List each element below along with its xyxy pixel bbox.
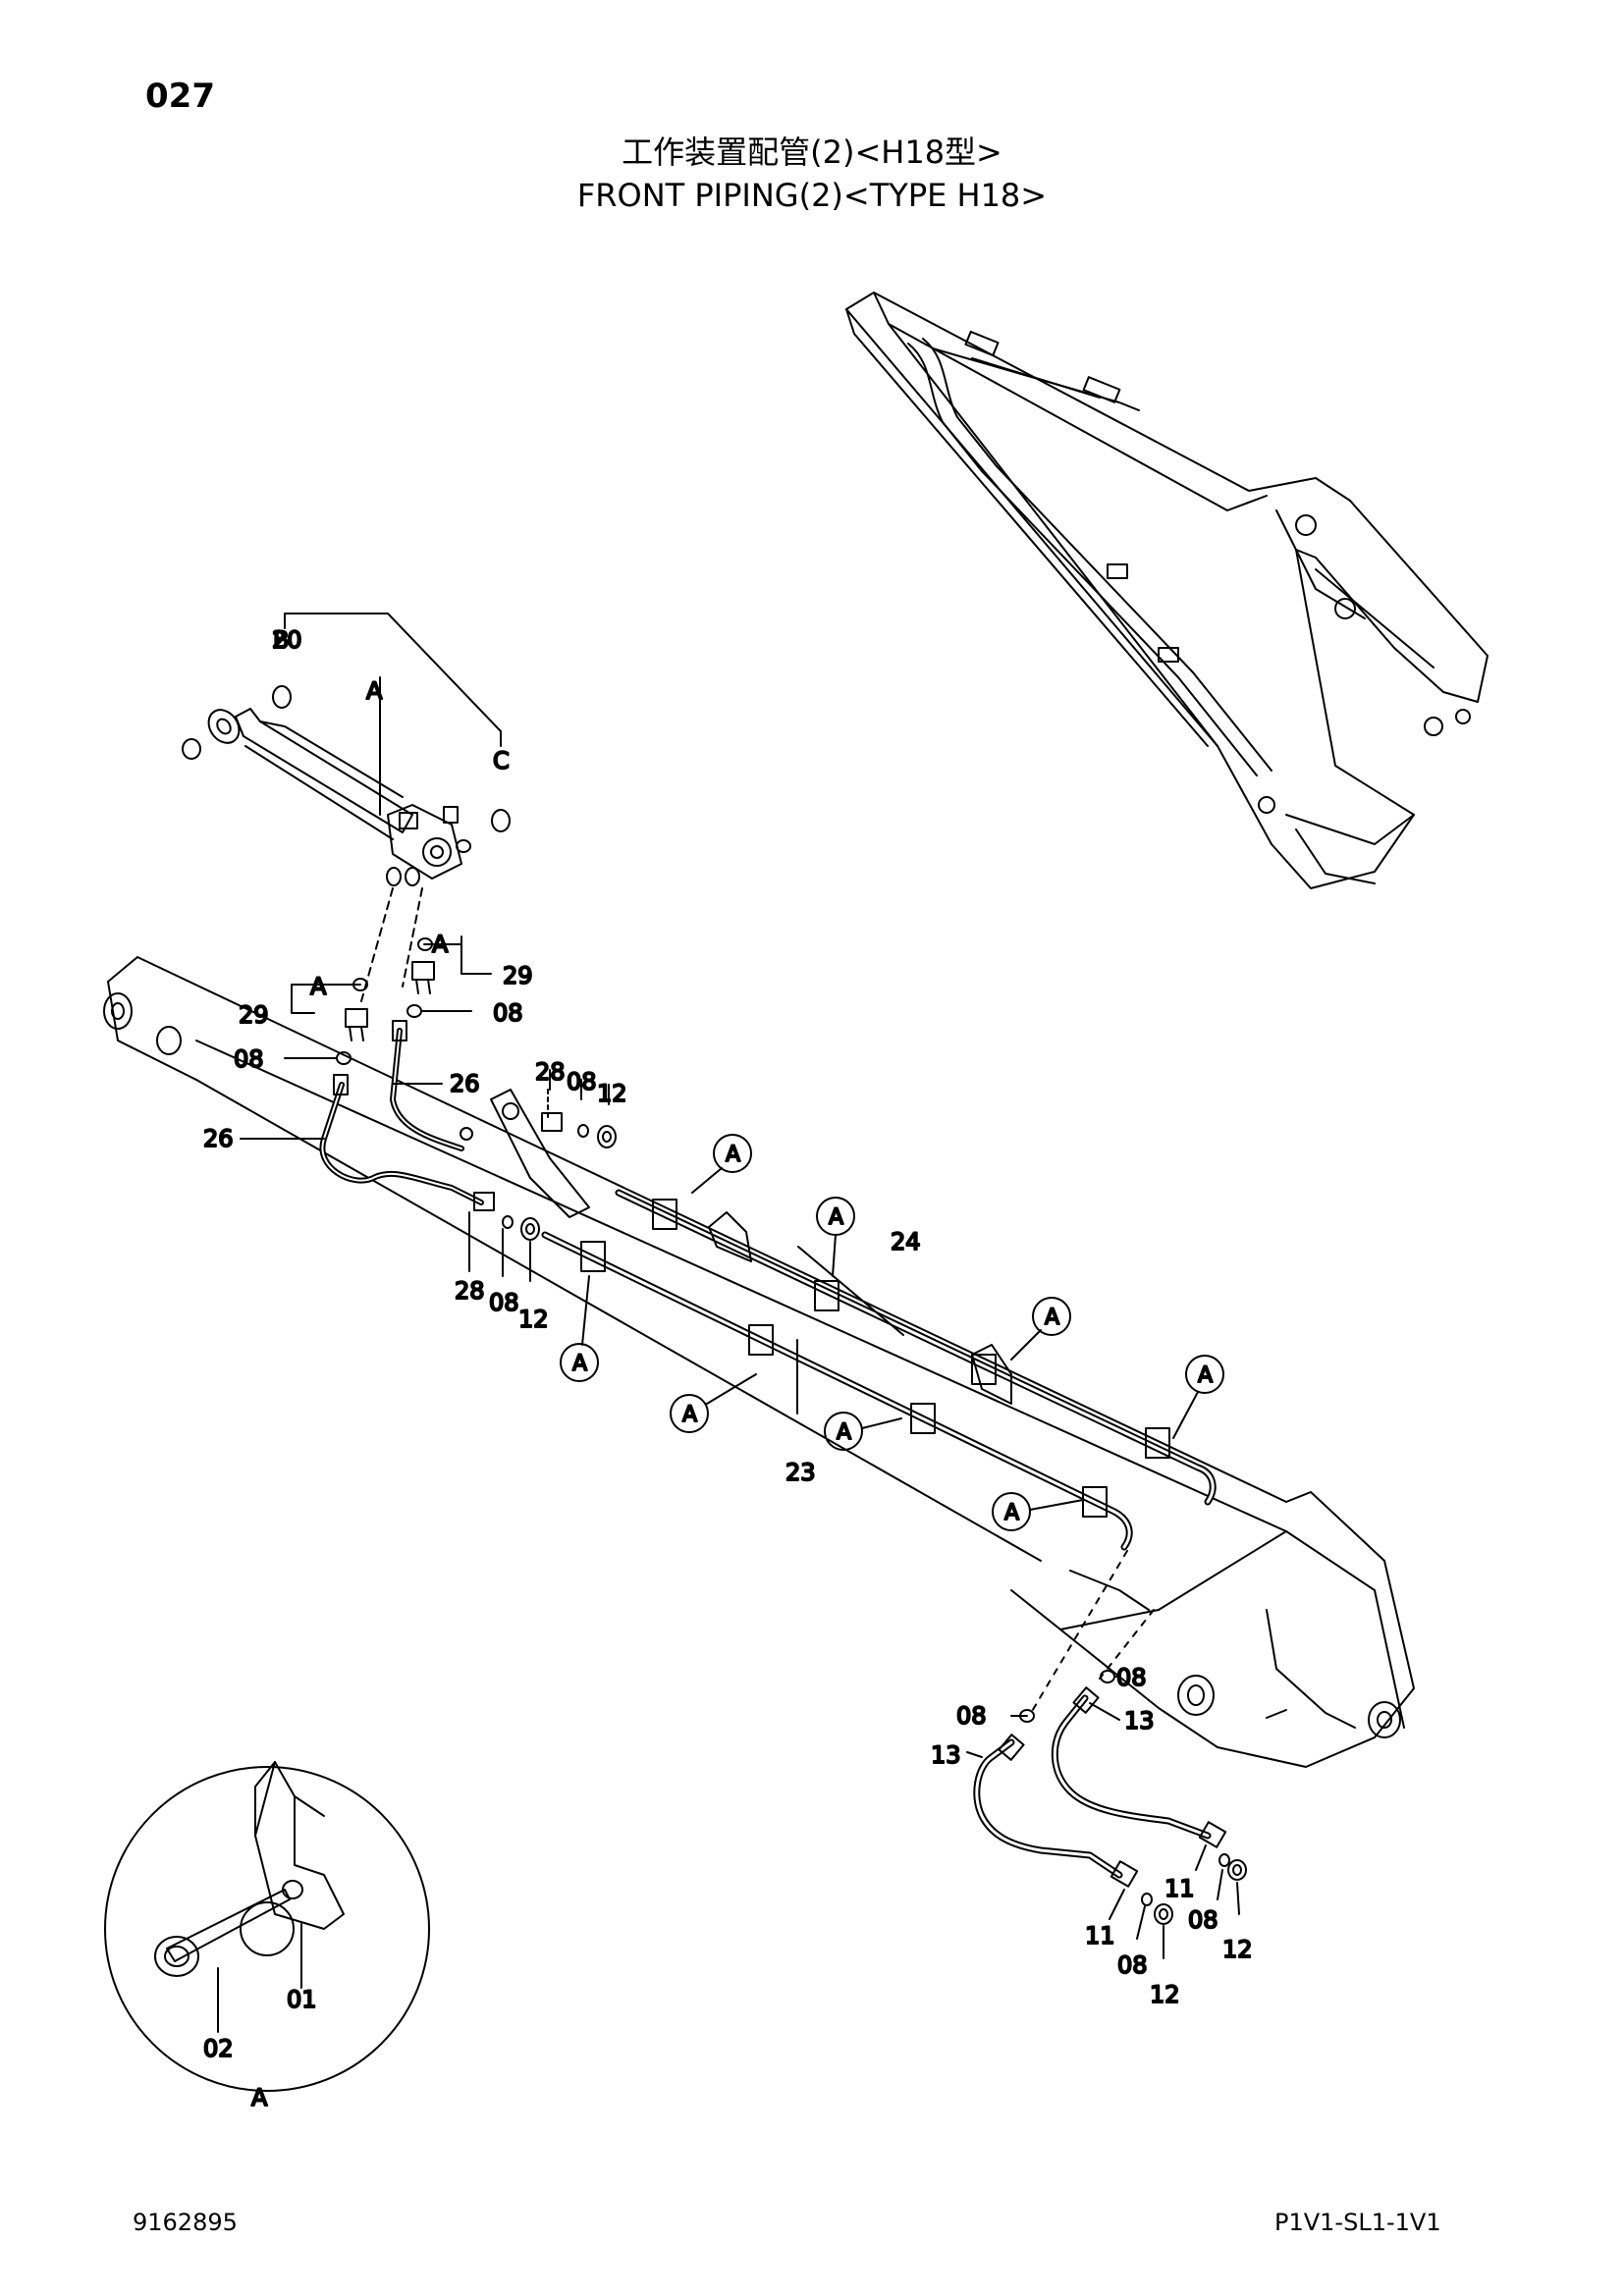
callout-12-right-label: 12: [1222, 1936, 1253, 1963]
callout-a-cylinder-label: A: [366, 677, 383, 705]
callout-01-label: 01: [287, 1986, 317, 2013]
callout-13-right-label: 13: [1124, 1707, 1155, 1735]
reference-markers: [240, 1134, 1224, 1956]
callout-13-left-label: 13: [931, 1741, 961, 1769]
callout-08-far-label: 08: [956, 1702, 987, 1730]
reference-marker: A: [726, 1143, 740, 1167]
callout-02-label: 02: [203, 2035, 234, 2062]
callout-28-upper-label: 28: [535, 1058, 566, 1086]
reference-marker: A: [837, 1420, 851, 1445]
document-number: 9162895: [133, 2209, 238, 2236]
callout-11-lower-label: 11: [1085, 1922, 1115, 1949]
callout-26-left-label: 26: [203, 1125, 234, 1152]
reference-marker: A: [682, 1403, 697, 1427]
callout-c-label: C: [493, 747, 510, 774]
fittings-upper: [541, 1069, 617, 1148]
hose-26-assembly: [240, 1020, 484, 1205]
port-fittings: [284, 887, 492, 1065]
callout-08-last-label: 08: [1117, 1951, 1148, 1979]
reference-marker: A: [1004, 1501, 1019, 1525]
reference-marker: A: [1045, 1306, 1059, 1330]
page-title-japanese: 工作装置配管(2)<H18型>: [622, 133, 1002, 171]
reference-marker: A: [829, 1205, 843, 1230]
pipes-23-24: [541, 1189, 1217, 1551]
page-number: 027: [145, 77, 215, 116]
callout-24-label: 24: [891, 1228, 921, 1255]
arm-structure: [103, 956, 1415, 1768]
page-code: P1V1-SL1-1V1: [1274, 2209, 1441, 2236]
callout-08-lower-label: 08: [489, 1289, 519, 1316]
fittings-lower: [468, 1192, 540, 1282]
detail-view-label: A: [251, 2084, 268, 2111]
callout-12-lower-label: 12: [518, 1306, 549, 1333]
callout-a-29b-label: A: [310, 973, 327, 1000]
detail-view-a: [104, 1761, 430, 2092]
callout-08-bottom-label: 08: [1188, 1906, 1218, 1934]
callout-28-lower-label: 28: [455, 1277, 485, 1305]
reference-marker: A: [1198, 1363, 1213, 1388]
callout-29-right-label: 29: [503, 962, 533, 989]
callout-08-upper-label: 08: [493, 999, 523, 1027]
callout-11-upper-label: 11: [1164, 1875, 1195, 1902]
cylinder-assembly: [182, 613, 511, 886]
callout-29-left-label: 29: [239, 1001, 269, 1029]
page-title-english: FRONT PIPING(2)<TYPE H18>: [576, 177, 1048, 214]
callout-26-upper-label: 26: [450, 1070, 480, 1097]
callout-20-label: 20: [272, 626, 302, 654]
hose-13-assembly: [966, 1550, 1247, 1959]
callout-08-mid-label: 08: [567, 1068, 597, 1095]
callout-a-29a-label: A: [432, 931, 449, 958]
front-attachment-inset: [845, 292, 1489, 889]
reference-marker: A: [572, 1352, 587, 1376]
callout-12-upper-label: 12: [597, 1080, 627, 1107]
callout-12-bottom-label: 12: [1150, 1981, 1180, 2008]
callout-b-label: B: [273, 626, 289, 654]
callout-08-right-label: 08: [1116, 1664, 1147, 1691]
callout-23-label: 23: [785, 1459, 816, 1486]
